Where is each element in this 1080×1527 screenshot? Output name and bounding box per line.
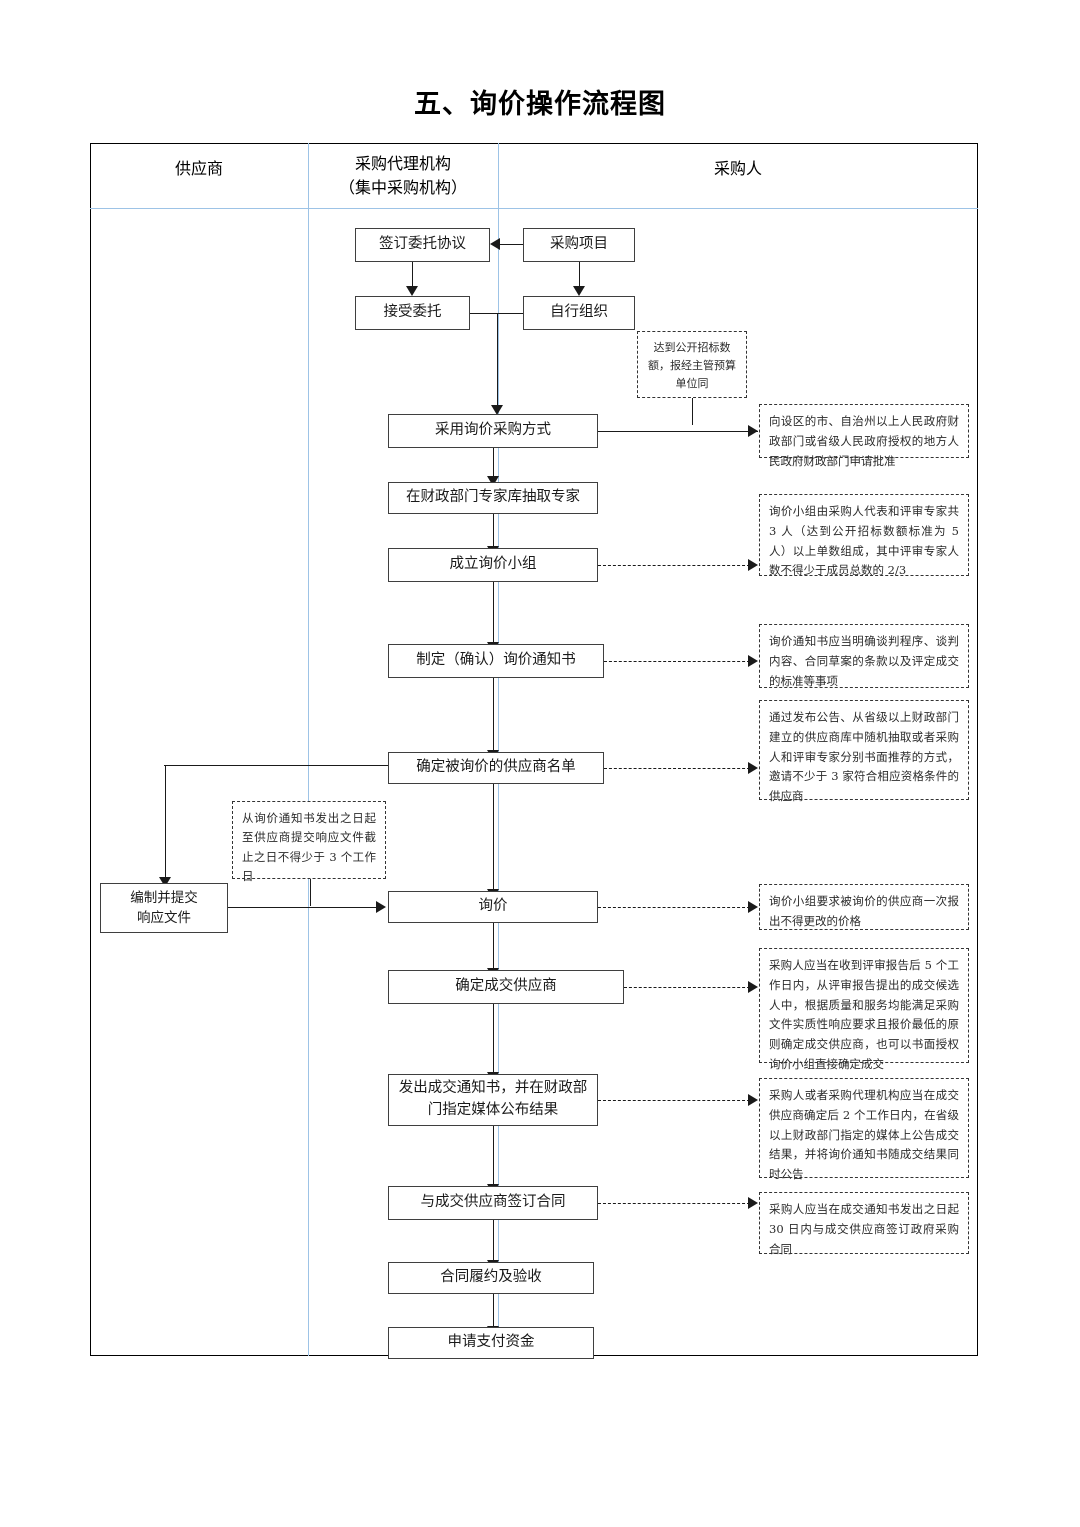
- page-title: 五、询价操作流程图: [414, 89, 666, 120]
- node-prepare-response[interactable]: 编制并提交 响应文件: [100, 883, 228, 933]
- node-adopt-inquiry[interactable]: 采用询价采购方式: [388, 414, 598, 448]
- lane-header-purchaser: 采购人: [713, 159, 762, 178]
- conn-notice-to-note: [604, 661, 750, 662]
- node-perform-accept[interactable]: 合同履约及验收: [388, 1262, 594, 1294]
- node-draw-experts[interactable]: 在财政部门专家库抽取专家: [388, 482, 598, 514]
- lane-header-agency-line1: 采购代理机构: [354, 154, 451, 173]
- conn-adopt-to-approval: [598, 431, 758, 432]
- arrowhead-winner-to-note: [748, 981, 758, 993]
- arrowhead-contract-to-note: [748, 1197, 758, 1209]
- note-determine-winner-rule: 采购人应当在收到评审报告后 5 个工作日内，从评审报告提出的成交候选人中，根据质…: [759, 948, 969, 1071]
- lane-header-agency: 采购代理机构 （集中采购机构）: [308, 152, 498, 200]
- arrowhead-project-to-sign: [490, 238, 500, 250]
- conn-issue-to-contract: [493, 1126, 494, 1184]
- arrowhead-trunk-to-adopt: [491, 405, 503, 415]
- lane-header-rule: [90, 208, 978, 209]
- conn-suppliers-branch-down: [165, 765, 166, 877]
- node-make-notice[interactable]: 制定（确认）询价通知书: [388, 644, 604, 678]
- conn-merge-drop: [497, 313, 498, 335]
- node-issue-notice[interactable]: 发出成交通知书，并在财政部 门指定媒体公布结果: [388, 1074, 598, 1126]
- conn-perform-to-payment: [493, 1294, 494, 1326]
- conn-adopt-to-draw: [493, 448, 494, 476]
- node-sign-entrust[interactable]: 签订委托协议: [355, 228, 490, 262]
- conn-suppliers-to-note: [604, 768, 750, 769]
- node-purchase-project[interactable]: 采购项目: [523, 228, 635, 262]
- note-announce-result: 采购人或者采购代理机构应当在成交供应商确定后 2 个工作日内，在省级以上财政部门…: [759, 1078, 969, 1181]
- conn-winner-to-issue: [493, 1004, 494, 1072]
- conn-inquiry-to-note: [598, 907, 750, 908]
- conn-winner-to-note: [624, 987, 750, 988]
- arrowhead-notice-to-note: [748, 655, 758, 667]
- node-prepare-response-line1: 编制并提交: [130, 889, 198, 906]
- conn-project-to-self: [579, 262, 580, 286]
- note-open-bid-threshold: 达到公开招标数额，报经主管预算单位同: [637, 331, 747, 398]
- conn-merge-accept-self: [470, 313, 523, 314]
- node-accept-entrust[interactable]: 接受委托: [355, 296, 470, 330]
- conn-response-to-inquiry: [228, 907, 378, 908]
- arrowhead-adopt-to-approval: [748, 425, 758, 437]
- node-issue-notice-line2: 门指定媒体公布结果: [427, 1102, 559, 1118]
- node-determine-suppliers[interactable]: 确定被询价的供应商名单: [388, 752, 604, 784]
- lane-header-agency-line2: （集中采购机构）: [338, 178, 467, 197]
- lane-divider-2: [498, 143, 499, 1356]
- conn-suppliers-to-inquiry: [493, 784, 494, 889]
- conn-contract-to-note: [598, 1203, 750, 1204]
- conn-trunk-to-adopt: [497, 330, 498, 405]
- arrowhead-issue-to-note: [748, 1094, 758, 1106]
- conn-sign-to-accept: [412, 262, 413, 286]
- note-one-time-price: 询价小组要求被询价的供应商一次报出不得更改的价格: [759, 884, 969, 930]
- note-group-composition: 询价小组由采购人代表和评审专家共 3 人（达到公开招标数额标准为 5 人）以上单…: [759, 494, 969, 577]
- conn-inquiry-to-winner: [493, 923, 494, 968]
- lane-divider-1: [308, 143, 309, 1356]
- node-self-organize[interactable]: 自行组织: [523, 296, 635, 330]
- arrowhead-suppliers-to-note: [748, 762, 758, 774]
- arrowhead-group-to-note: [748, 559, 758, 571]
- note-notice-content: 询价通知书应当明确谈判程序、谈判内容、合同草案的条款以及评定成交的标准等事项: [759, 624, 969, 688]
- node-prepare-response-line2: 响应文件: [137, 910, 191, 926]
- conn-project-to-sign: [500, 244, 523, 245]
- arrowhead-suppliers-to-response: [159, 877, 171, 887]
- node-sign-contract[interactable]: 与成交供应商签订合同: [388, 1186, 598, 1220]
- arrowhead-project-to-self: [573, 286, 585, 296]
- node-inquiry[interactable]: 询价: [388, 891, 598, 923]
- note-supplier-selection: 通过发布公告、从省级以上财政部门建立的供应商库中随机抽取或者采购人和评审专家分别…: [759, 700, 969, 803]
- conn-deadline-drop: [310, 879, 311, 906]
- conn-notice-to-suppliers: [493, 678, 494, 750]
- arrowhead-inquiry-to-note: [748, 901, 758, 913]
- conn-issue-to-note: [598, 1100, 750, 1101]
- node-form-group[interactable]: 成立询价小组: [388, 548, 598, 582]
- node-apply-payment[interactable]: 申请支付资金: [388, 1327, 594, 1359]
- conn-group-to-notice: [493, 582, 494, 642]
- conn-threshold-drop: [692, 398, 693, 425]
- note-apply-approval: 向设区的市、自治州以上人民政府财政部门或省级人民政府授权的地方人民政府财政部门申…: [759, 404, 969, 468]
- arrowhead-adopt-to-draw: [487, 476, 499, 486]
- note-contract-deadline: 采购人应当在成交通知书发出之日起 30 日内与成交供应商签订政府采购合同: [759, 1192, 969, 1256]
- conn-suppliers-branch-left: [164, 765, 388, 766]
- conn-group-to-note: [598, 565, 750, 566]
- lane-header-supplier: 供应商: [174, 159, 223, 178]
- arrowhead-response-to-inquiry: [376, 901, 386, 913]
- note-response-deadline: 从询价通知书发出之日起至供应商提交响应文件截止之日不得少于 3 个工作日: [232, 801, 386, 883]
- node-determine-winner[interactable]: 确定成交供应商: [388, 970, 624, 1004]
- arrowhead-sign-to-accept: [406, 286, 418, 296]
- conn-contract-to-perform: [493, 1220, 494, 1260]
- node-issue-notice-line1: 发出成交通知书，并在财政部: [398, 1080, 588, 1097]
- conn-draw-to-group: [493, 514, 494, 546]
